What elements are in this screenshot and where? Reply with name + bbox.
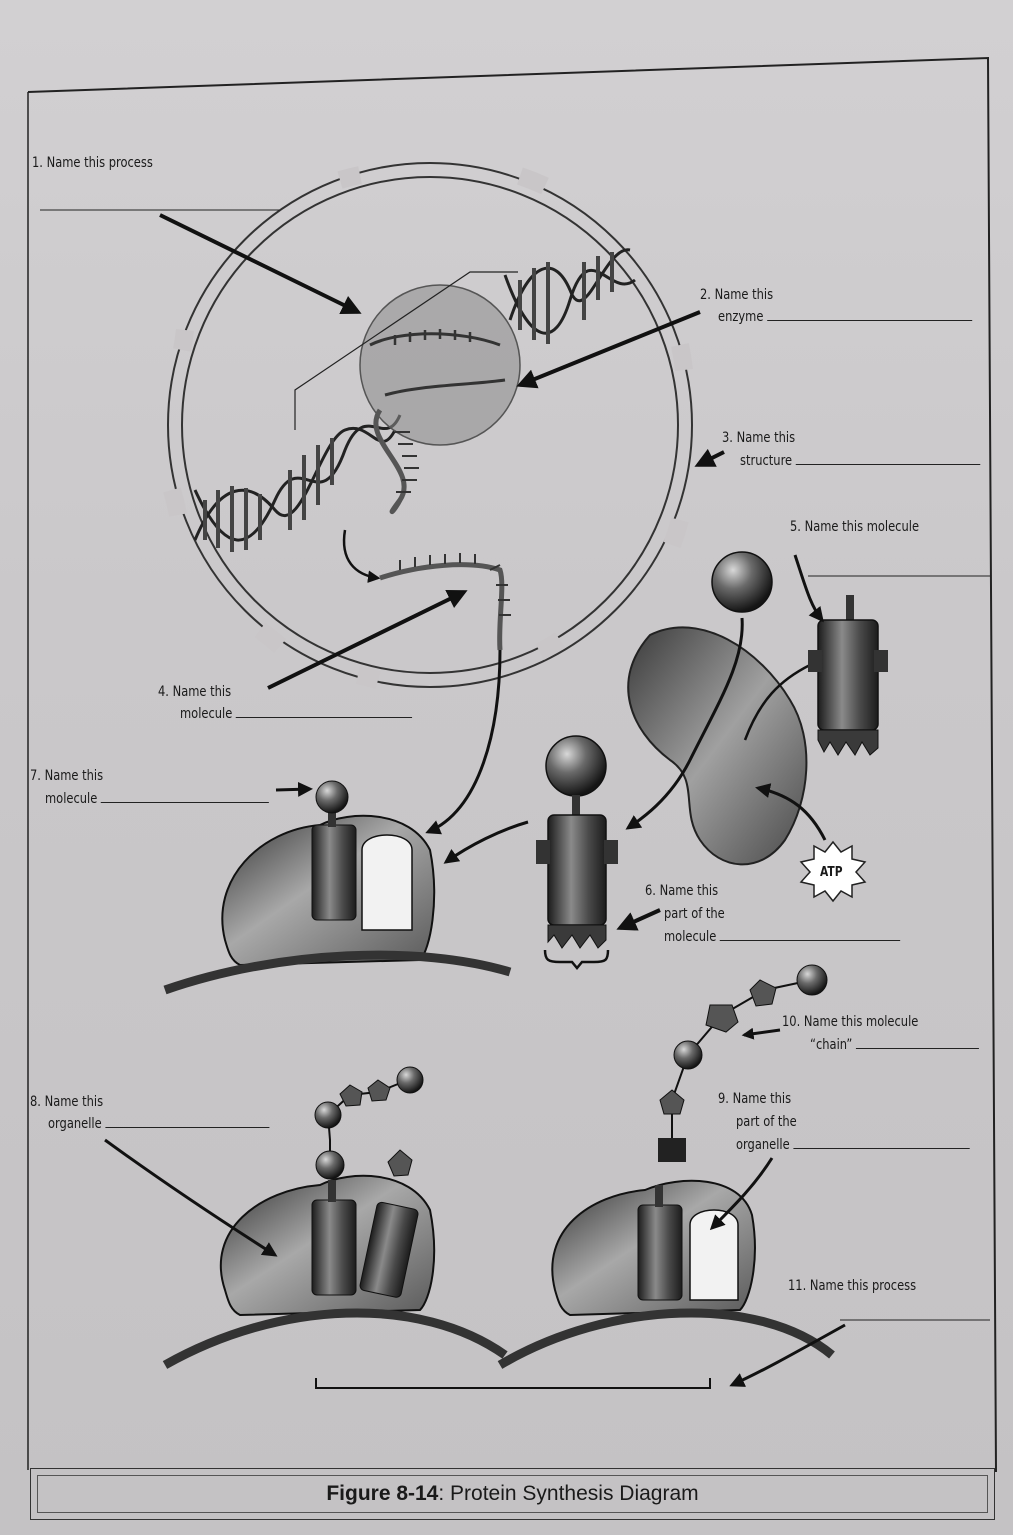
anticodon-bracket: [543, 949, 610, 970]
dna-helix: [193, 248, 636, 552]
answer-line-q7[interactable]: [100, 788, 270, 803]
answer-line-q8[interactable]: [105, 1113, 270, 1128]
label-q6c: molecule: [664, 926, 901, 949]
figure-title: : Protein Synthesis Diagram: [438, 1482, 699, 1505]
label-q3-line2: structure: [740, 453, 793, 469]
label-q9b: part of the: [736, 1114, 797, 1130]
label-q2b: enzyme: [718, 306, 973, 329]
label-q3: 3. Name this: [722, 430, 796, 446]
answer-line-q9[interactable]: [793, 1134, 970, 1149]
ribosome-3: [497, 1179, 835, 1369]
figure-number: Figure 8-14: [326, 1482, 439, 1505]
label-q6b: part of the: [664, 906, 725, 922]
label-q6-line3: molecule: [664, 929, 717, 945]
label-q6: 6. Name this: [645, 883, 719, 899]
label-q11: 11. Name this process: [788, 1278, 917, 1294]
figure-caption: Figure 8-14: Protein Synthesis Diagram: [37, 1475, 988, 1513]
label-q2-line2: enzyme: [718, 309, 764, 325]
mrna-strand: [373, 408, 505, 651]
label-q4b: molecule: [180, 703, 413, 726]
answer-line-q4[interactable]: [235, 703, 413, 718]
label-q10b: “chain”: [810, 1034, 980, 1057]
answer-line-q10[interactable]: [856, 1034, 980, 1049]
label-q4-line2: molecule: [180, 706, 233, 722]
figure-caption-box: Figure 8-14: Protein Synthesis Diagram: [30, 1468, 995, 1520]
label-q4: 4. Name this: [158, 684, 232, 700]
label-q2-line1: 2. Name this: [700, 287, 774, 303]
trna-molecule: [808, 595, 888, 756]
label-q9c: organelle: [736, 1134, 970, 1157]
amino-acid-ball: [711, 551, 773, 613]
label-q3b: structure: [740, 450, 981, 473]
charged-trna: [536, 735, 618, 970]
rna-polymerase: [359, 284, 521, 446]
ribosome-1: [163, 780, 512, 995]
label-q10-line2: “chain”: [810, 1037, 853, 1053]
atp-label: ATP: [820, 865, 843, 880]
label-q2: 2. Name this: [700, 284, 773, 307]
label-q9-line3: organelle: [736, 1137, 790, 1153]
label-q9: 9. Name this: [718, 1091, 792, 1107]
label-q1: 1. Name this process: [32, 155, 153, 171]
synthetase-enzyme: [627, 626, 808, 866]
label-q10: 10. Name this molecule: [782, 1014, 919, 1030]
nuclear-envelope: [163, 162, 693, 689]
label-q7-line2: molecule: [45, 791, 98, 807]
polypeptide-chain: [658, 964, 828, 1162]
ribosome-2: [162, 1066, 508, 1369]
answer-line-q2[interactable]: [767, 306, 973, 321]
atp-starburst: [799, 840, 867, 903]
worksheet-frame: [27, 56, 997, 1473]
label-q8-line2: organelle: [48, 1116, 102, 1132]
label-q5: 5. Name this molecule: [790, 519, 920, 535]
answer-line-q3[interactable]: [795, 450, 981, 465]
label-q7: 7. Name this: [30, 768, 104, 784]
label-q7b: molecule: [45, 788, 270, 811]
answer-line-q6[interactable]: [719, 926, 901, 941]
label-q8b: organelle: [48, 1113, 270, 1136]
label-q8: 8. Name this: [30, 1094, 104, 1110]
